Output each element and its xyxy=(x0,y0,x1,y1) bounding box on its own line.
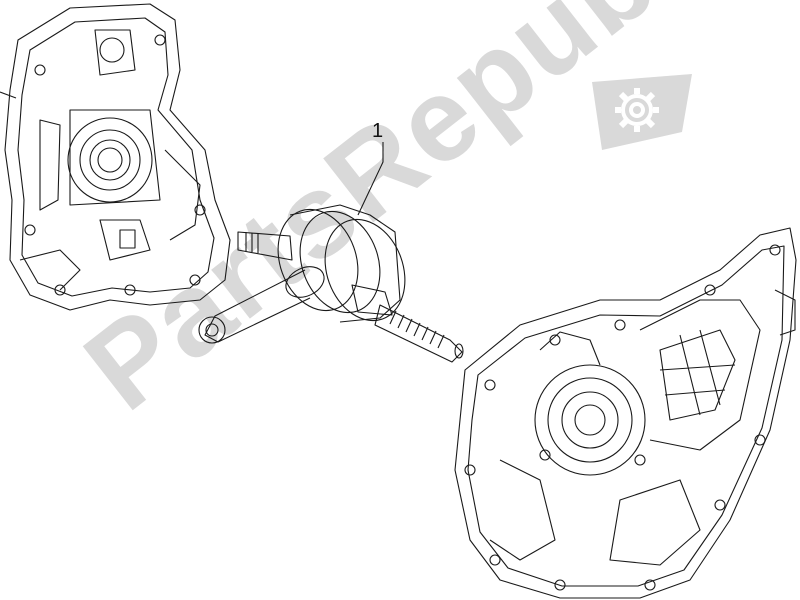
callout-leader-line xyxy=(357,142,384,216)
left-crankcase-half xyxy=(0,3,231,311)
right-crankcase-half xyxy=(454,227,797,599)
crankshaft-assembly xyxy=(198,204,464,363)
gear-icon xyxy=(592,74,692,150)
callout-label-1: 1 xyxy=(372,120,384,142)
